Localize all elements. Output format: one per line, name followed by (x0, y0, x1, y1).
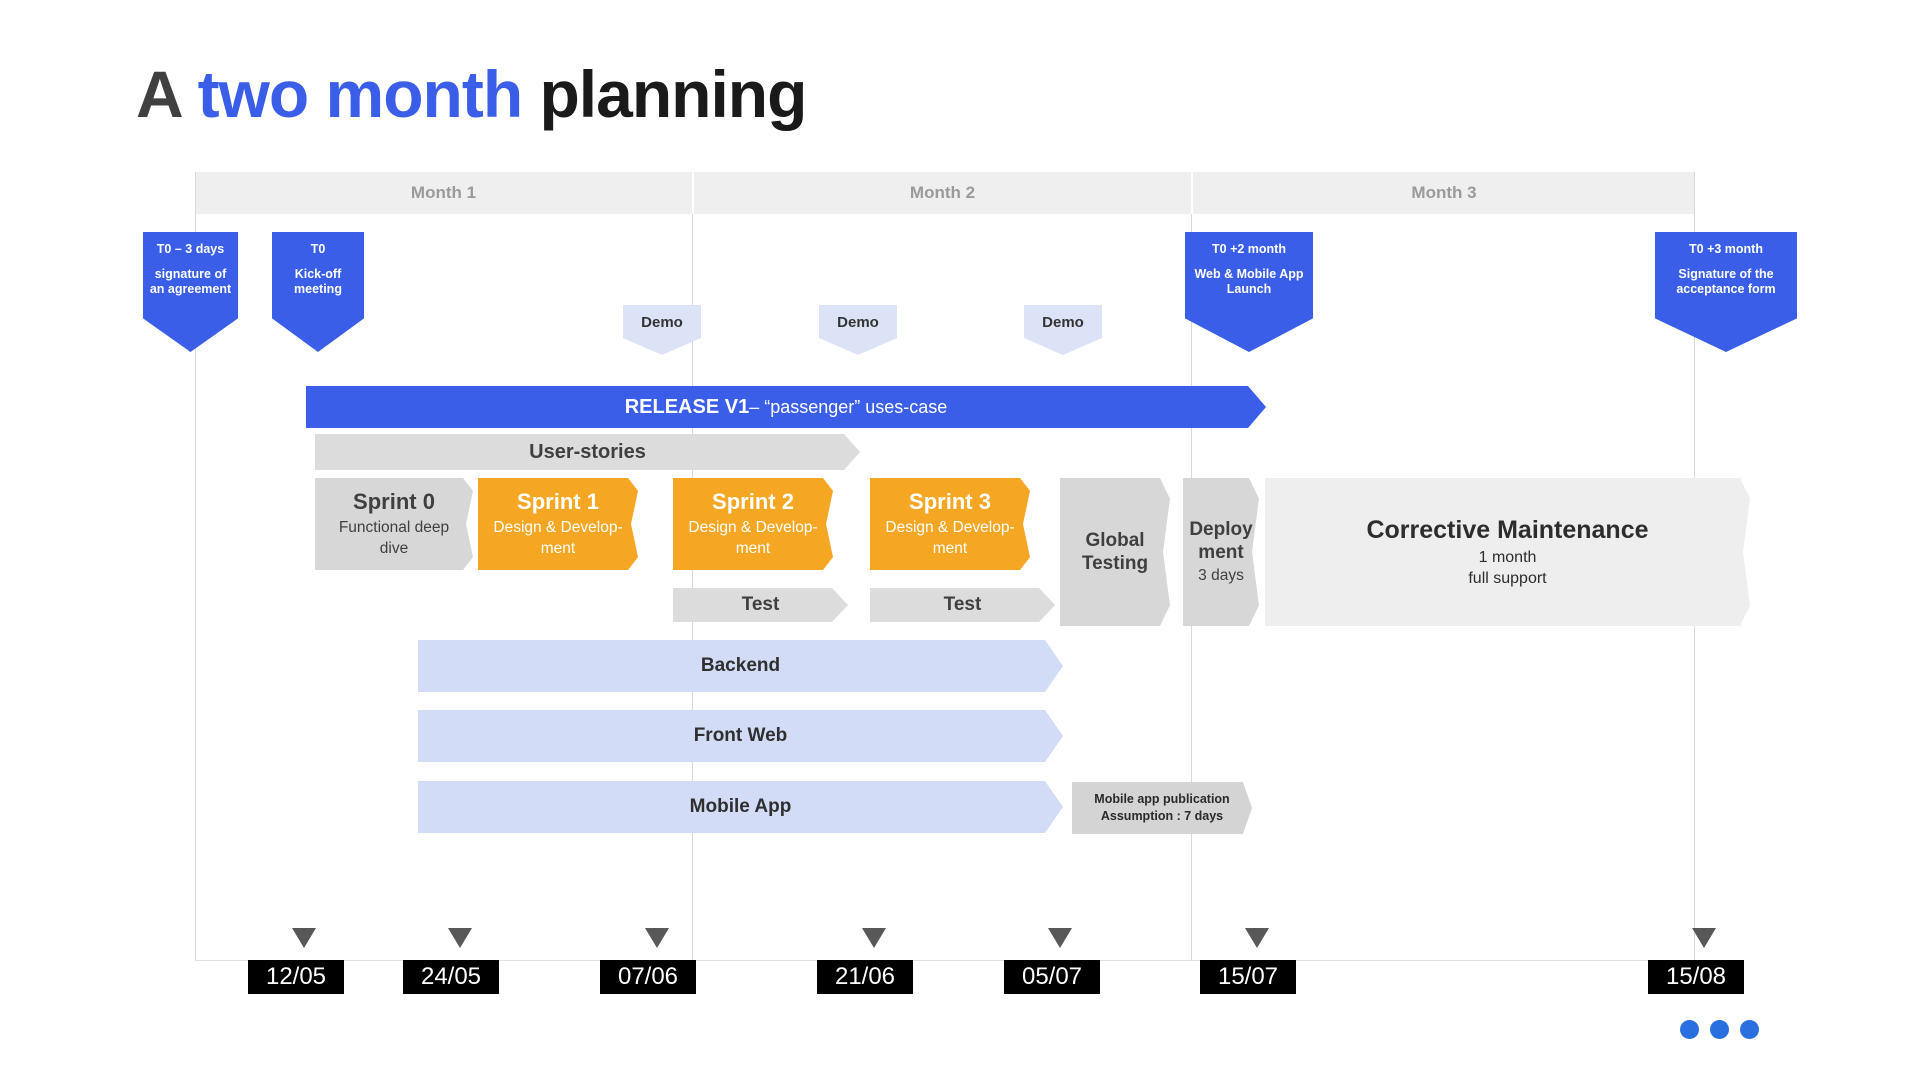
milestone-text: signature of an agreement (149, 266, 232, 297)
sprint-name: Sprint 2 (712, 488, 794, 514)
milestone-t0-kickoff[interactable]: T0 Kick-off meeting (272, 232, 364, 352)
maintenance-support: full support (1468, 570, 1547, 588)
global-testing-block[interactable]: Global Testing (1060, 478, 1170, 626)
sprint-desc-line-2: ment (932, 540, 968, 558)
milestone-date-label: T0 +3 month (1689, 242, 1763, 256)
sprint-3-block[interactable]: Sprint 3 Design & Develop- ment (870, 478, 1030, 570)
milestone-text: Web & Mobile App Launch (1194, 266, 1304, 297)
date-tick-5 (1048, 928, 1072, 948)
sprint-desc-line-2: ment (735, 540, 771, 558)
date-label-6[interactable]: 15/07 (1200, 960, 1296, 994)
sprint-desc-line-1: Functional deep (338, 518, 450, 536)
date-label-2[interactable]: 24/05 (403, 960, 499, 994)
date-tick-3 (645, 928, 669, 948)
demo-marker-1[interactable]: Demo (623, 305, 701, 355)
month-label-2: Month 2 (909, 183, 976, 202)
title-part-accent: two month (197, 57, 524, 131)
title-part-a: A (136, 57, 198, 131)
month-header-bar-3 (1193, 172, 1695, 214)
timeline-axis (195, 960, 1695, 961)
month-label-1: Month 1 (410, 183, 477, 202)
pagination-dots[interactable] (1680, 1020, 1759, 1039)
pagination-dot-2[interactable] (1710, 1020, 1729, 1039)
date-tick-4 (862, 928, 886, 948)
grid-line-start (195, 172, 196, 960)
date-tick-7 (1692, 928, 1716, 948)
deployment-block[interactable]: Deploy ment 3 days (1183, 478, 1259, 626)
sprint-desc-line-1: Design & Develop- (885, 518, 1015, 536)
lane-backend[interactable]: Backend (418, 640, 1063, 692)
phase-line-2: Testing (1081, 553, 1149, 574)
milestone-text: Signature of the acceptance form (1676, 266, 1776, 297)
sprint-desc-line-2: dive (379, 540, 409, 558)
sprint-name: Sprint 1 (517, 488, 599, 514)
note-line-1: Mobile app publication (1094, 792, 1230, 807)
sprint-desc-line-2: ment (540, 540, 576, 558)
grid-line-month2 (692, 214, 693, 960)
test-bar-2[interactable]: Test (870, 588, 1055, 622)
maintenance-duration: 1 month (1478, 548, 1537, 566)
date-tick-1 (292, 928, 316, 948)
milestone-t0-plus-2-month[interactable]: T0 +2 month Web & Mobile App Launch (1185, 232, 1313, 352)
date-label-4[interactable]: 21/06 (817, 960, 913, 994)
month-label-3: Month 3 (1411, 183, 1477, 202)
maintenance-title: Corrective Maintenance (1366, 516, 1649, 545)
month-header-bar-2 (694, 172, 1191, 214)
title-part-tail: planning (522, 57, 807, 131)
phase-line-2: ment (1198, 542, 1244, 564)
demo-marker-2[interactable]: Demo (819, 305, 897, 355)
date-tick-2 (448, 928, 472, 948)
date-label-3[interactable]: 07/06 (600, 960, 696, 994)
sprint-name: Sprint 0 (353, 488, 435, 514)
date-label-5[interactable]: 05/07 (1004, 960, 1100, 994)
sprint-name: Sprint 3 (909, 488, 991, 514)
note-line-2: Assumption : 7 days (1100, 809, 1224, 823)
user-stories-bar[interactable]: User-stories (315, 434, 860, 470)
milestone-date-label: T0 – 3 days (156, 242, 225, 256)
release-title: RELEASE V1 (624, 395, 750, 418)
milestone-text: Kick-off meeting (294, 266, 342, 297)
sprint-1-block[interactable]: Sprint 1 Design & Develop- ment (478, 478, 638, 570)
sprint-0-block[interactable]: Sprint 0 Functional deep dive (315, 478, 473, 570)
date-tick-6 (1245, 928, 1269, 948)
lane-mobile-app[interactable]: Mobile App (418, 781, 1063, 833)
pagination-dot-1[interactable] (1680, 1020, 1699, 1039)
month-header-bar-1 (195, 172, 692, 214)
date-label-1[interactable]: 12/05 (248, 960, 344, 994)
corrective-maintenance-block[interactable]: Corrective Maintenance 1 month full supp… (1265, 478, 1750, 626)
mobile-publication-note: Mobile app publication Assumption : 7 da… (1072, 782, 1252, 834)
release-subtitle: – “passenger” uses-case (749, 396, 948, 417)
milestone-date-label: T0 +2 month (1212, 242, 1286, 256)
sprint-desc-line-1: Design & Develop- (493, 518, 623, 536)
demo-marker-3[interactable]: Demo (1024, 305, 1102, 355)
release-v1-bar[interactable]: RELEASE V1 – “passenger” uses-case (306, 386, 1266, 428)
date-label-7[interactable]: 15/08 (1648, 960, 1744, 994)
phase-line-1: Deploy (1189, 518, 1253, 540)
pagination-dot-3[interactable] (1740, 1020, 1759, 1039)
phase-duration: 3 days (1198, 567, 1244, 585)
sprint-desc-line-1: Design & Develop- (688, 518, 818, 536)
sprint-2-block[interactable]: Sprint 2 Design & Develop- ment (673, 478, 833, 570)
milestone-t0-plus-3-month[interactable]: T0 +3 month Signature of the acceptance … (1655, 232, 1797, 352)
test-bar-1[interactable]: Test (673, 588, 848, 622)
phase-line-1: Global (1085, 529, 1145, 551)
page-title: A two month planning (136, 56, 807, 132)
milestone-date-label: T0 (310, 242, 326, 256)
lane-front-web[interactable]: Front Web (418, 710, 1063, 762)
milestone-t0-minus-3-days[interactable]: T0 – 3 days signature of an agreement (143, 232, 238, 352)
